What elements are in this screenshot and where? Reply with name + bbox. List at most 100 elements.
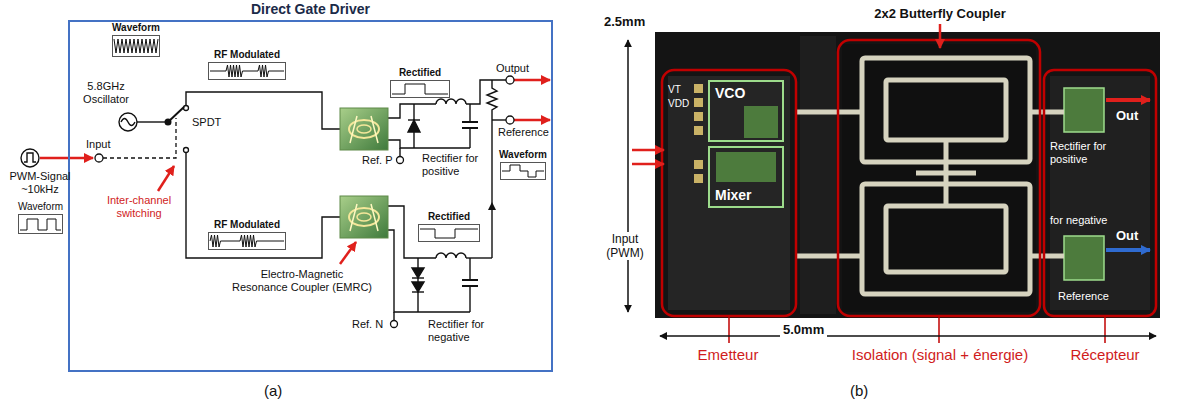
- wire: [466, 80, 506, 104]
- direction-arrow: [488, 202, 496, 210]
- pin-label: Reference: [498, 126, 549, 139]
- circuit-block: [744, 106, 778, 138]
- diode-symbol: [412, 291, 424, 292]
- butterfly-coupler: [886, 80, 1006, 140]
- capacitor-symbol: [462, 122, 478, 128]
- signal-arrow: [1106, 98, 1150, 102]
- butterfly-coupler: [796, 110, 862, 115]
- component-label: Rectifier for positive: [422, 152, 488, 178]
- reference-arrow: [1106, 248, 1150, 252]
- emrc-coupler: [340, 196, 388, 238]
- diode-symbol: [408, 120, 420, 132]
- pwm-source: [21, 149, 39, 167]
- waveform-box: Waveform: [18, 214, 63, 234]
- control-line: [103, 118, 176, 158]
- wire: [393, 312, 394, 321]
- input-arrow: [40, 80, 550, 264]
- wire: [413, 104, 414, 120]
- spdt-switch: [168, 107, 184, 122]
- pin-label: Output: [496, 62, 529, 75]
- leader-line: [729, 316, 1105, 343]
- signal-box: Rectified: [418, 224, 480, 242]
- waveform-heading: Waveform: [83, 22, 189, 34]
- chip-photo: [655, 32, 1160, 318]
- waveform-plot: [420, 229, 478, 238]
- frame-title: Direct Gate Driver: [70, 1, 551, 18]
- pwm-source: [21, 149, 39, 167]
- wire: [413, 132, 414, 148]
- block-name: VCO: [715, 85, 745, 101]
- signal-box: RF Modulated: [208, 62, 286, 80]
- component-label: 5.8GHz Oscillator: [70, 80, 142, 106]
- wire: [469, 104, 470, 122]
- input-arrow: [158, 166, 174, 191]
- dimension-arrow: [660, 335, 1156, 337]
- circuit-block: [1064, 88, 1104, 132]
- bond-pad: [694, 160, 703, 169]
- diode-symbol: [412, 277, 424, 278]
- leader-line: [1104, 316, 1106, 343]
- dimension-arrow: [628, 40, 1156, 336]
- emrc-coupler: [357, 125, 371, 133]
- pin-label: Ref. N: [352, 318, 383, 331]
- diode-symbol: [408, 120, 424, 292]
- pin-label: Ref. P: [362, 154, 393, 167]
- inductor-symbol: [436, 99, 466, 104]
- leader-line: [938, 316, 940, 343]
- region-label: Isolation (signal + énergie): [840, 346, 1040, 364]
- wire: [417, 292, 418, 312]
- component-label: for negative: [1050, 214, 1107, 227]
- pwm-source: [24, 153, 36, 162]
- wire: [388, 230, 470, 312]
- wire: [399, 148, 400, 157]
- terminal: [95, 76, 514, 328]
- butterfly-coupler: [916, 171, 976, 176]
- circuit-block: [1064, 236, 1104, 280]
- waveform-plot: [502, 165, 544, 177]
- bond-pad: [694, 126, 703, 135]
- terminal: [506, 116, 514, 124]
- bond-pad: [694, 84, 703, 93]
- pin-label: Input: [86, 138, 110, 151]
- waveform-plot: [210, 65, 284, 77]
- component-label: Electro-Magnetic Resonance Coupler (EMRC…: [232, 268, 372, 294]
- block-name: Mixer: [715, 187, 752, 203]
- wire: [186, 153, 340, 259]
- emrc-coupler: [340, 108, 388, 238]
- dimension-label: 5.0mm: [780, 322, 827, 337]
- diode-symbol: [412, 268, 424, 278]
- reference-arrow: [1106, 248, 1150, 252]
- pin-label: Out: [1116, 108, 1138, 123]
- emrc-coupler: [350, 204, 378, 231]
- input-arrow: [340, 242, 356, 264]
- circuit-block: Mixer: [708, 146, 784, 208]
- emrc-coupler: [350, 116, 378, 143]
- oscillator-symbol: [119, 113, 137, 131]
- pin-label: Out: [1116, 228, 1138, 243]
- waveform-plot: [20, 219, 61, 230]
- terminal: [184, 148, 189, 153]
- input-arrow: [514, 119, 550, 122]
- component-label: Rectifier for positive: [1050, 140, 1146, 166]
- butterfly-coupler: [796, 254, 862, 259]
- circuit-block: VCO: [708, 80, 784, 142]
- signal-label: PWM-Signal ~10kHz: [4, 170, 76, 196]
- wire: [492, 119, 506, 120]
- inductor-symbol: [436, 99, 466, 258]
- pin-label: VT: [668, 84, 681, 96]
- resistor-symbol: [487, 80, 497, 120]
- resistor-symbol: [487, 80, 497, 120]
- component-label: 2x2 Butterfly Coupler: [840, 6, 1040, 21]
- dimension-label: 2.5mm: [604, 14, 645, 29]
- callout-note: Inter-channel switching: [96, 194, 182, 220]
- input-arrow: [514, 79, 550, 82]
- waveform-plot: [392, 84, 448, 94]
- wire: [469, 258, 470, 280]
- signal-heading: Rectified: [389, 211, 509, 223]
- circuit-block: [716, 152, 776, 182]
- signal-heading: RF Modulated: [179, 219, 315, 231]
- wire: [469, 286, 470, 312]
- signal-box: Rectified: [390, 80, 450, 98]
- terminal: [391, 321, 398, 328]
- terminal: [95, 154, 103, 162]
